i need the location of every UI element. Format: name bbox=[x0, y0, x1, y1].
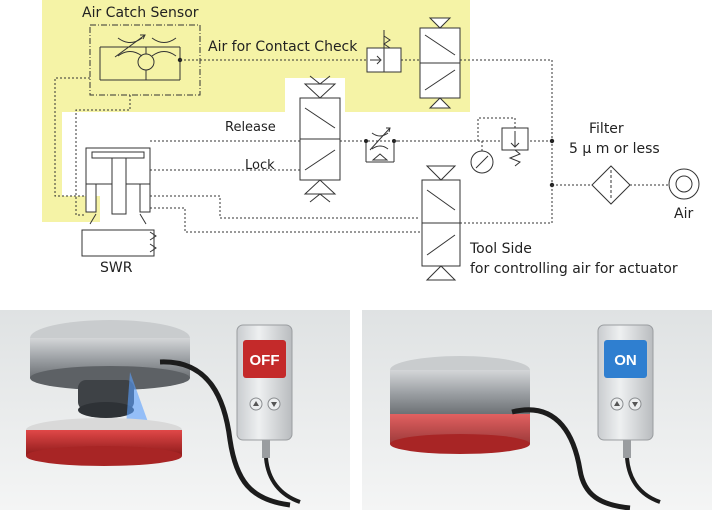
directional-valve-top bbox=[419, 17, 461, 109]
filter-label: Filter bbox=[589, 121, 624, 137]
air-supply-symbol bbox=[668, 168, 700, 200]
tool-side-label: Tool Side bbox=[469, 241, 532, 257]
lock-label: Lock bbox=[245, 158, 275, 173]
air-flow-glow bbox=[126, 372, 148, 426]
locking-piston bbox=[78, 380, 134, 410]
junction-dot bbox=[549, 138, 555, 144]
filter-symbol bbox=[591, 165, 631, 205]
flow-control-valve bbox=[340, 127, 400, 163]
master-plate-body bbox=[390, 370, 530, 414]
status-indicator-on bbox=[604, 340, 647, 378]
swr-actuator-symbol bbox=[81, 147, 157, 257]
tool-plate-bottom bbox=[390, 434, 530, 454]
filter-rating-label: 5 μ m or less bbox=[569, 141, 660, 157]
directional-valve-tool-side bbox=[421, 165, 461, 281]
status-text-off: OFF bbox=[250, 352, 280, 369]
tool-side-description-label: for controlling air for actuator bbox=[470, 261, 678, 277]
pilot-check-valve-symbol bbox=[366, 30, 402, 73]
pressure-gauge-symbol bbox=[470, 141, 494, 174]
air-catch-highlight-area bbox=[42, 0, 470, 222]
photo-locked-state: ON bbox=[362, 310, 712, 510]
status-text-on: ON bbox=[614, 352, 637, 369]
swr-label: SWR bbox=[100, 260, 133, 276]
release-label: Release bbox=[225, 120, 276, 135]
sensor-cable bbox=[159, 359, 291, 508]
pressure-regulator-symbol bbox=[477, 117, 529, 167]
restrictor-symbol bbox=[99, 34, 181, 81]
photo-unlocked-state: OFF bbox=[0, 310, 350, 510]
directional-valve-main bbox=[299, 75, 341, 203]
master-plate-bottom bbox=[30, 366, 190, 390]
schematic: Air Catch Sensor Air for Contact Check bbox=[42, 0, 700, 281]
tool-plate-bottom bbox=[26, 446, 182, 466]
status-indicator-off bbox=[243, 340, 286, 378]
sensor-cable bbox=[511, 407, 631, 510]
air-for-contact-check-label: Air for Contact Check bbox=[208, 39, 358, 55]
air-catch-sensor-label: Air Catch Sensor bbox=[82, 5, 199, 21]
air-label: Air bbox=[674, 206, 693, 222]
junction-dot bbox=[364, 139, 368, 143]
